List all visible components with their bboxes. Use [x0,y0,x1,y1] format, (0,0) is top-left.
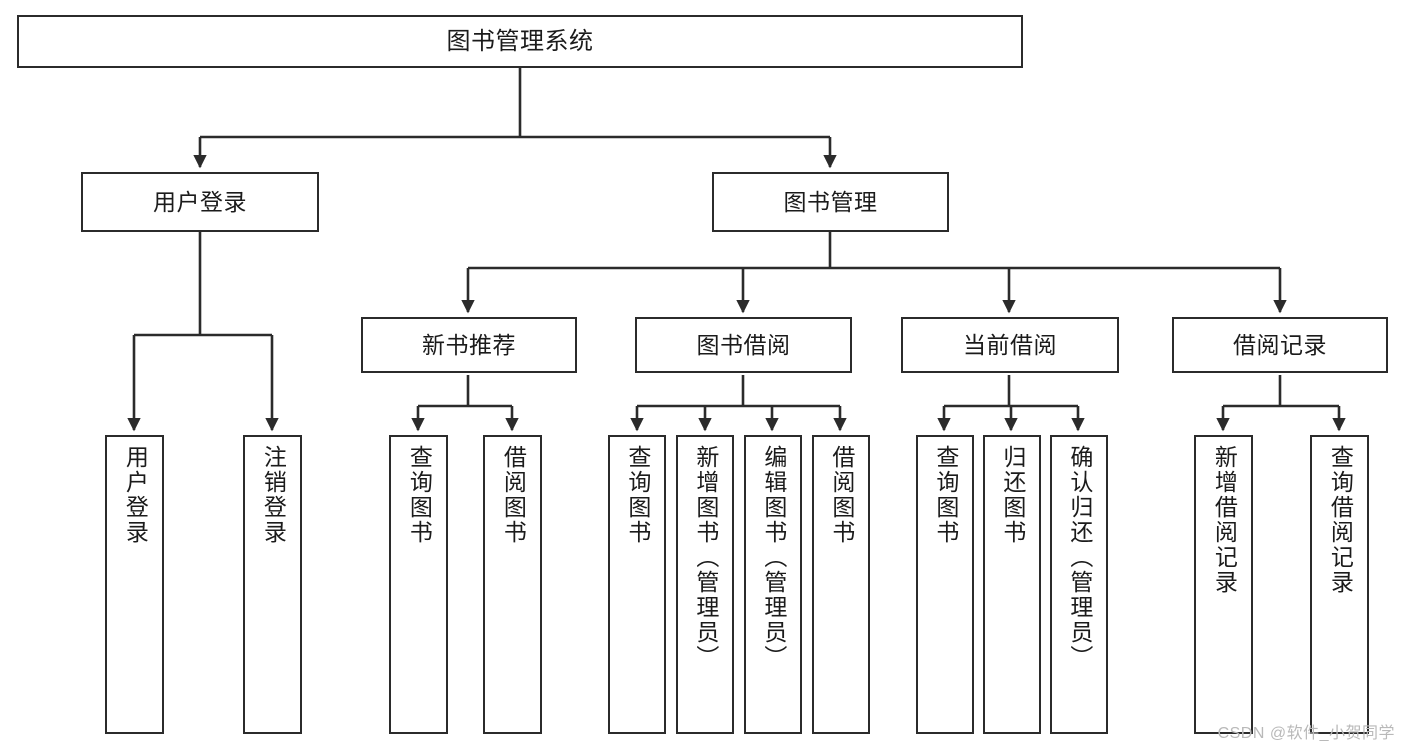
node-borrow-record-label: 借阅记录 [1233,331,1327,358]
node-root-label: 图书管理系统 [446,27,594,55]
node-leaf-return-book-label: 归还图书 [999,445,1026,545]
node-user-login-label: 用户登录 [153,188,247,215]
node-leaf-query-book-1-label: 查询图书 [406,445,433,545]
node-leaf-query-record-label: 查询借阅记录 [1327,445,1354,595]
node-leaf-user-login-label: 用户登录 [122,445,149,545]
node-leaf-confirm-return-label: 确认归还（管理员） [1066,445,1093,670]
node-leaf-query-book-2-label: 查询图书 [624,445,651,545]
node-book-manage[interactable]: 图书管理 [712,172,949,232]
node-leaf-logout-login-label: 注销登录 [260,445,287,545]
node-book-borrow-label: 图书借阅 [696,331,791,358]
node-borrow-record[interactable]: 借阅记录 [1172,317,1388,373]
node-leaf-edit-book[interactable]: 编辑图书（管理员） [744,435,802,734]
node-leaf-edit-book-label: 编辑图书（管理员） [760,445,787,670]
node-new-book-rec[interactable]: 新书推荐 [361,317,577,373]
node-leaf-query-book-2[interactable]: 查询图书 [608,435,666,734]
node-leaf-borrow-book-1-label: 借阅图书 [500,445,527,545]
csdn-watermark: CSDN @软件_小贺同学 [1217,725,1395,742]
node-leaf-confirm-return[interactable]: 确认归还（管理员） [1050,435,1108,734]
node-leaf-query-record[interactable]: 查询借阅记录 [1310,435,1369,734]
node-leaf-add-record-label: 新增借阅记录 [1211,445,1238,595]
node-leaf-query-book-3[interactable]: 查询图书 [916,435,974,734]
node-leaf-add-book-label: 新增图书（管理员） [692,445,719,670]
node-current-borrow[interactable]: 当前借阅 [901,317,1119,373]
node-book-borrow[interactable]: 图书借阅 [635,317,852,373]
node-leaf-add-book[interactable]: 新增图书（管理员） [676,435,734,734]
node-leaf-query-book-3-label: 查询图书 [932,445,959,545]
node-new-book-rec-label: 新书推荐 [422,331,516,358]
node-leaf-borrow-book-1[interactable]: 借阅图书 [483,435,542,734]
node-leaf-user-login[interactable]: 用户登录 [105,435,164,734]
node-root[interactable]: 图书管理系统 [17,15,1023,68]
node-current-borrow-label: 当前借阅 [963,331,1057,358]
node-leaf-query-book-1[interactable]: 查询图书 [389,435,448,734]
node-leaf-return-book[interactable]: 归还图书 [983,435,1041,734]
node-user-login[interactable]: 用户登录 [81,172,319,232]
node-leaf-borrow-book-2[interactable]: 借阅图书 [812,435,870,734]
node-leaf-add-record[interactable]: 新增借阅记录 [1194,435,1253,734]
node-leaf-borrow-book-2-label: 借阅图书 [828,445,855,545]
node-leaf-logout-login[interactable]: 注销登录 [243,435,302,734]
node-book-manage-label: 图书管理 [783,188,878,215]
